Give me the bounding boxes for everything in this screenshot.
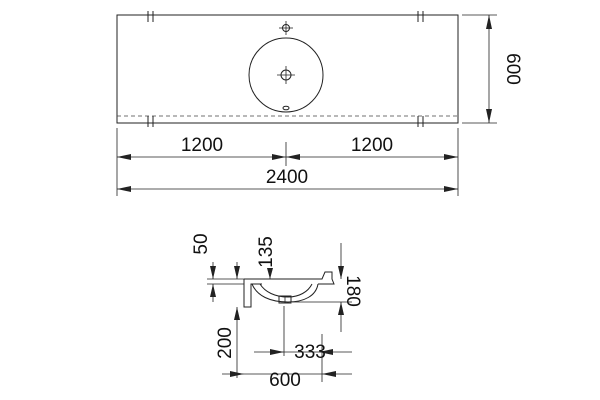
dim-label-section-depth: 600	[269, 370, 301, 391]
half-dimension-line	[116, 128, 459, 166]
dim-label-apron-height: 200	[215, 327, 236, 359]
basin-bowl-profile	[251, 283, 319, 303]
basin-offset-dimension	[234, 262, 273, 279]
basin-outline	[248, 37, 324, 113]
bracket-marks-top	[147, 11, 424, 22]
tap-hole-mark	[279, 21, 293, 35]
section-depth-dimension	[222, 334, 352, 382]
basin-position-dimension	[254, 306, 352, 356]
apron-height-dimension	[234, 307, 240, 378]
countertop-outline	[116, 14, 459, 124]
dim-label-top-thickness: 50	[191, 233, 212, 254]
dim-label-overall: 2400	[266, 167, 308, 188]
dim-label-basin-position: 333	[294, 342, 326, 363]
overall-dimension-line	[116, 166, 459, 196]
bracket-marks-bottom	[147, 116, 424, 127]
dim-label-right-half: 1200	[351, 135, 393, 156]
top-thickness-dimension	[207, 262, 244, 302]
overflow-mark	[282, 105, 290, 111]
section-view: 50 135 180 200	[191, 233, 363, 391]
dim-label-depth: 600	[502, 53, 523, 85]
drain-mark	[277, 66, 295, 84]
plan-view: 1200 1200 2400 600	[116, 11, 523, 196]
countertop-profile	[243, 271, 335, 308]
dim-label-basin-offset: 135	[256, 236, 277, 268]
depth-dimension-line	[462, 14, 497, 124]
dim-label-left-half: 1200	[181, 135, 223, 156]
drain-fitting	[278, 295, 292, 304]
dim-label-basin-depth: 180	[342, 275, 363, 307]
basin-depth-dimension	[292, 243, 352, 332]
